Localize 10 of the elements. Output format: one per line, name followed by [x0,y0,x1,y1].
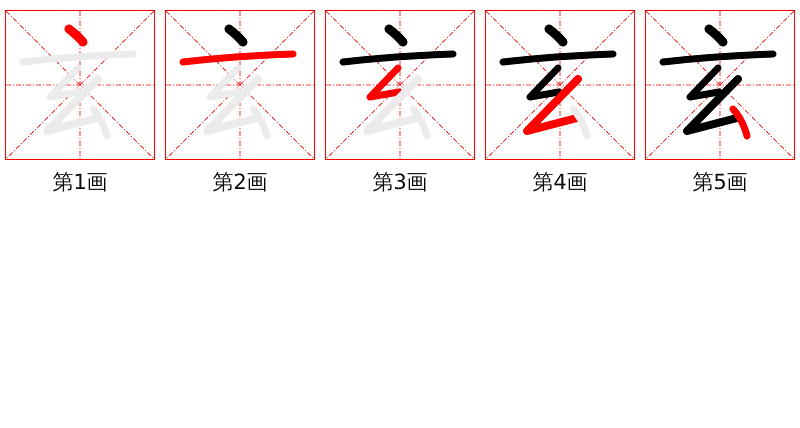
stroke-caption: 第3画 [372,169,428,195]
stroke-order-panel [5,10,155,160]
stroke-order-panel [325,10,475,160]
stroke-caption: 第4画 [532,169,588,195]
stroke-caption: 第2画 [212,169,268,195]
stroke-caption: 第1画 [52,169,108,195]
stroke-order-panel [645,10,795,160]
stroke-caption: 第5画 [692,169,748,195]
stroke-order-panel [485,10,635,160]
stroke-order-panel [165,10,315,160]
